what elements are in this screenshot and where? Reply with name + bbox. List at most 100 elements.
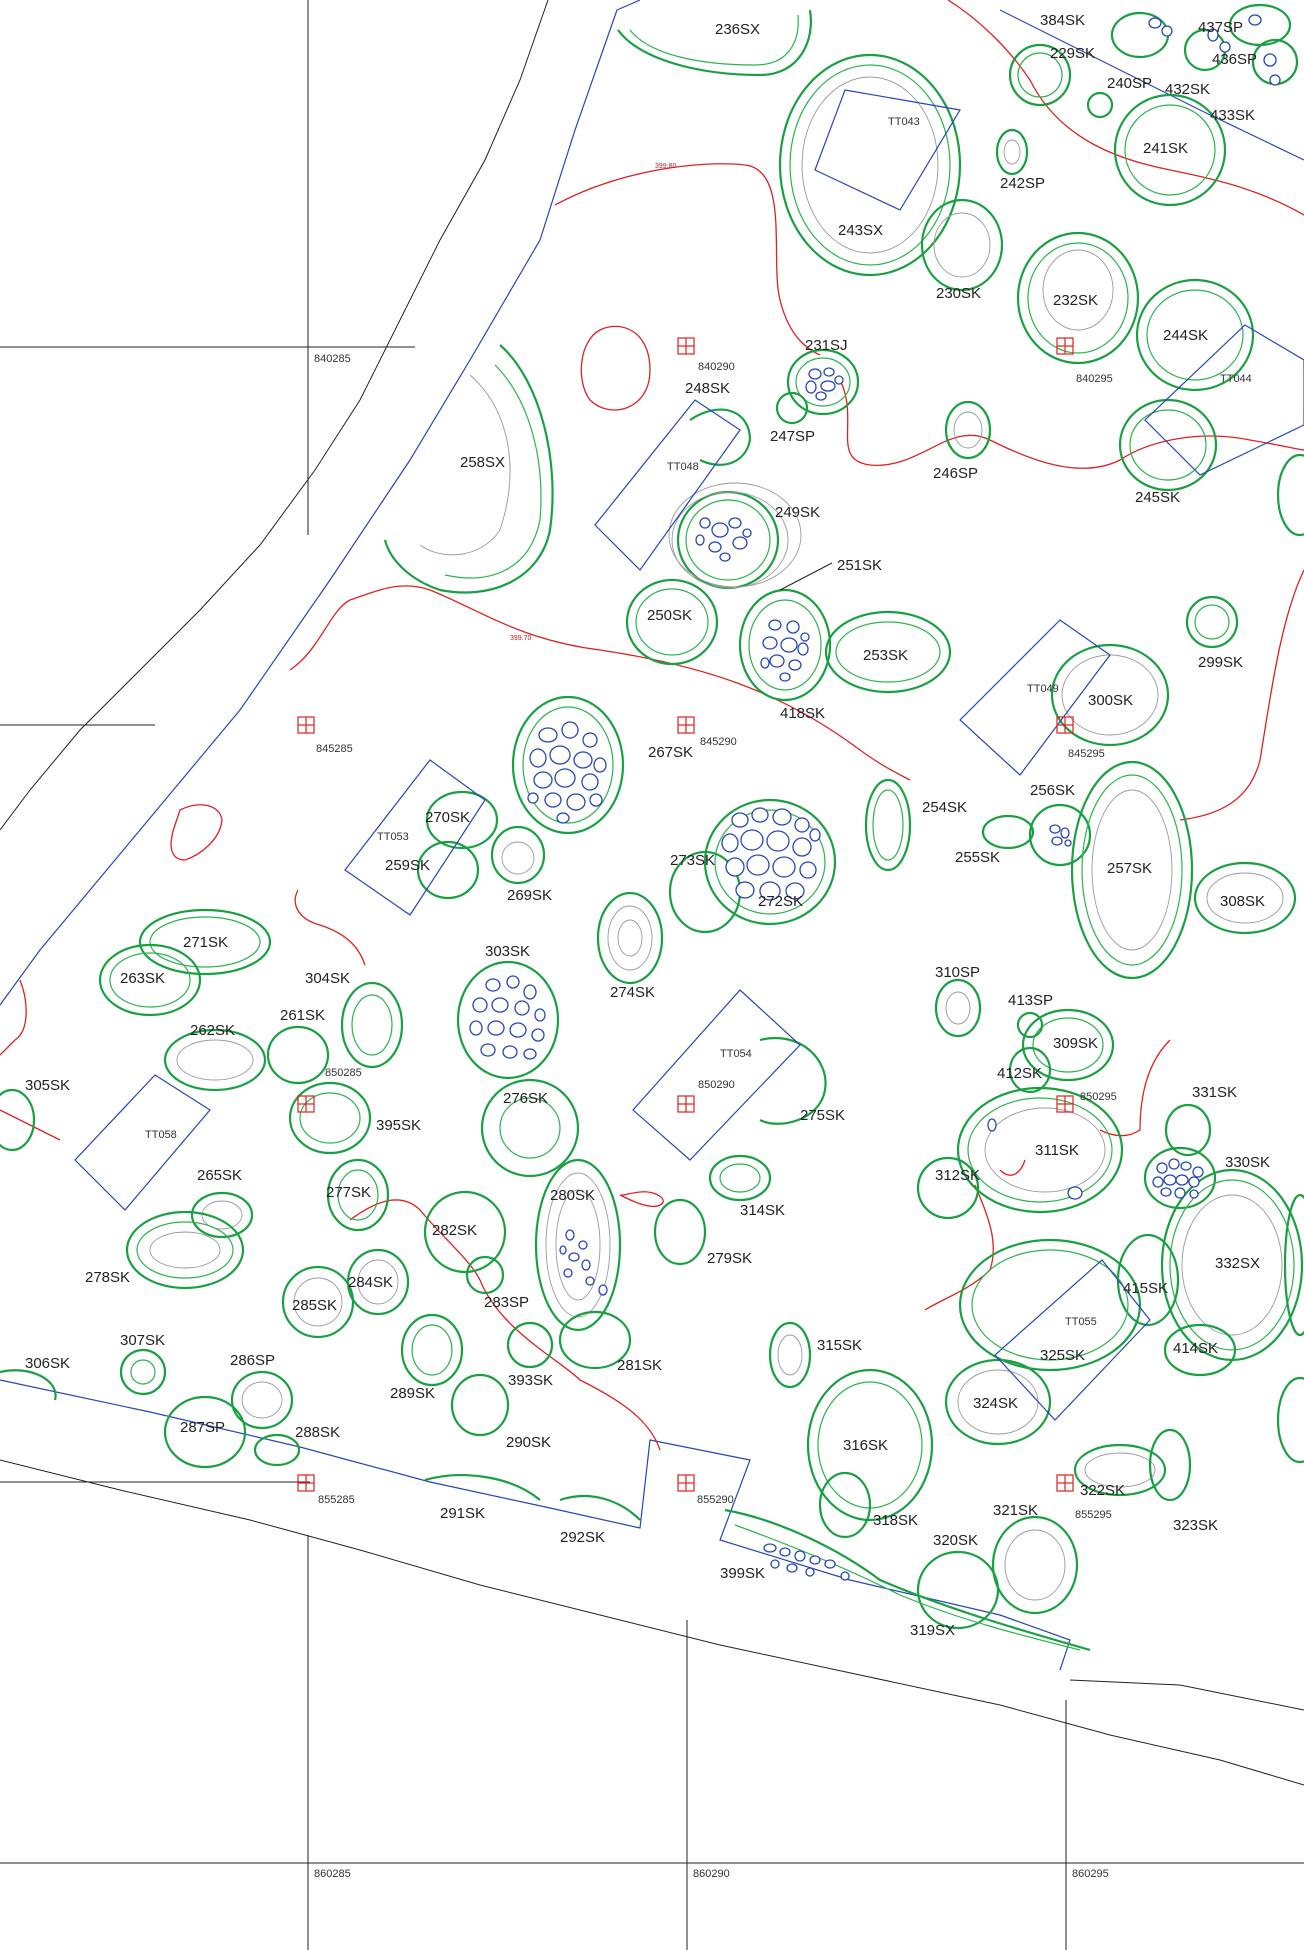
feature-label: 412SK (997, 1065, 1042, 1082)
feature-label: 288SK (295, 1424, 340, 1441)
grid-point-845290 (677, 716, 695, 734)
grid-point-markers (297, 337, 1074, 1492)
feature-label: 325SK (1040, 1347, 1085, 1364)
feature-label: 265SK (197, 1167, 242, 1184)
feature-label: 289SK (390, 1385, 435, 1402)
trench-label: TT049 (1027, 683, 1059, 695)
grid-label: 840295 (1076, 373, 1113, 385)
trench-label: TT048 (667, 461, 699, 473)
feature-label: 257SK (1107, 860, 1152, 877)
feature-label: 319SX (910, 1622, 955, 1639)
feature-label: 285SK (292, 1297, 337, 1314)
grid-point-840290 (677, 337, 695, 355)
feature-label: 395SK (376, 1117, 421, 1134)
feature-label: 332SX (1215, 1255, 1260, 1272)
feature-label: 309SK (1053, 1035, 1098, 1052)
leader-line-251sk (779, 562, 833, 591)
feature-label: 306SK (25, 1355, 70, 1372)
feature-label: 305SK (25, 1077, 70, 1094)
contour-lines: 399.80 399.70 (0, 0, 1304, 1451)
grid-label: 850290 (698, 1079, 735, 1091)
feature-label: 414SK (1173, 1340, 1218, 1357)
feature-label: 270SK (425, 809, 470, 826)
trench-tt053 (344, 759, 486, 916)
grid-label: 840290 (698, 361, 735, 373)
feature-label: 284SK (348, 1274, 393, 1291)
grid-label: 855290 (697, 1494, 734, 1506)
feature-label: 229SK (1050, 45, 1095, 62)
feature-label: 433SK (1210, 107, 1255, 124)
feature-label: 262SK (190, 1022, 235, 1039)
feature-label: 320SK (933, 1532, 978, 1549)
excavation-boundary (0, 0, 1304, 1671)
feature-label: 243SX (838, 222, 883, 239)
grid-point-845285 (297, 716, 315, 734)
feature-label: 277SK (326, 1184, 371, 1201)
grid-label: 845295 (1068, 748, 1105, 760)
trench-label: TT054 (720, 1048, 752, 1060)
feature-label: 303SK (485, 943, 530, 960)
grid-label: 850285 (325, 1067, 362, 1079)
trench-labels: TT043 TT044 TT048 TT049 TT053 TT054 TT05… (145, 116, 1252, 1328)
trench-label: TT044 (1220, 373, 1252, 385)
stone-clusters (469, 14, 1281, 1581)
feature-label: 282SK (432, 1222, 477, 1239)
feature-label: 415SK (1123, 1280, 1168, 1297)
contour-label: 399.70 (510, 635, 532, 642)
contour-label: 399.80 (655, 163, 677, 170)
trench-tt058 (74, 1074, 211, 1211)
grid-label: 845285 (316, 743, 353, 755)
trench-label: TT055 (1065, 1316, 1097, 1328)
feature-label: 259SK (385, 857, 430, 874)
trench-tt055 (994, 1259, 1151, 1421)
grid-label: 855295 (1075, 1509, 1112, 1521)
feature-label: 256SK (1030, 782, 1075, 799)
feature-label: 432SK (1165, 81, 1210, 98)
grid-point-850295 (1056, 1095, 1074, 1113)
grid-label: 850295 (1080, 1091, 1117, 1103)
feature-label: 280SK (550, 1187, 595, 1204)
trench-tt043 (814, 89, 961, 211)
feature-label: 318SK (873, 1512, 918, 1529)
feature-label: 263SK (120, 970, 165, 987)
feature-label: 258SX (460, 454, 505, 471)
feature-label: 261SK (280, 1007, 325, 1024)
grid-label: 860295 (1072, 1868, 1109, 1880)
feature-label: 275SK (800, 1107, 845, 1124)
feature-label: 436SP (1212, 51, 1257, 68)
feature-label: 250SK (647, 607, 692, 624)
feature-label: 236SX (715, 21, 760, 38)
grid-point-labels: 840290 840295 845285 845290 845295 85028… (314, 353, 1117, 1880)
trench-tt054 (632, 989, 801, 1161)
feature-outlines (0, 3, 1304, 1652)
feature-label: 312SK (935, 1167, 980, 1184)
feature-label: 231SJ (805, 337, 848, 354)
grid-label: 860290 (693, 1868, 730, 1880)
trench-outlines (74, 89, 1304, 1421)
feature-label: 244SK (1163, 327, 1208, 344)
grid-label: 840285 (314, 353, 351, 365)
feature-label: 271SK (183, 934, 228, 951)
feature-label: 248SK (685, 380, 730, 397)
grid-point-855290 (677, 1474, 695, 1492)
feature-label: 253SK (863, 647, 908, 664)
feature-label: 247SP (770, 428, 815, 445)
feature-label: 269SK (507, 887, 552, 904)
feature-label: 267SK (648, 744, 693, 761)
grid-point-850290 (677, 1095, 695, 1113)
feature-label: 324SK (973, 1395, 1018, 1412)
trench-label: TT043 (888, 116, 920, 128)
feature-label: 279SK (707, 1250, 752, 1267)
feature-label: 286SP (230, 1352, 275, 1369)
feature-label: 278SK (85, 1269, 130, 1286)
feature-label: 300SK (1088, 692, 1133, 709)
feature-label: 291SK (440, 1505, 485, 1522)
feature-label: 242SP (1000, 175, 1045, 192)
feature-label: 321SK (993, 1502, 1038, 1519)
feature-label: 281SK (617, 1357, 662, 1374)
feature-label: 437SP (1198, 19, 1243, 36)
feature-label: 230SK (936, 285, 981, 302)
feature-label: 330SK (1225, 1154, 1270, 1171)
trench-label: TT058 (145, 1129, 177, 1141)
